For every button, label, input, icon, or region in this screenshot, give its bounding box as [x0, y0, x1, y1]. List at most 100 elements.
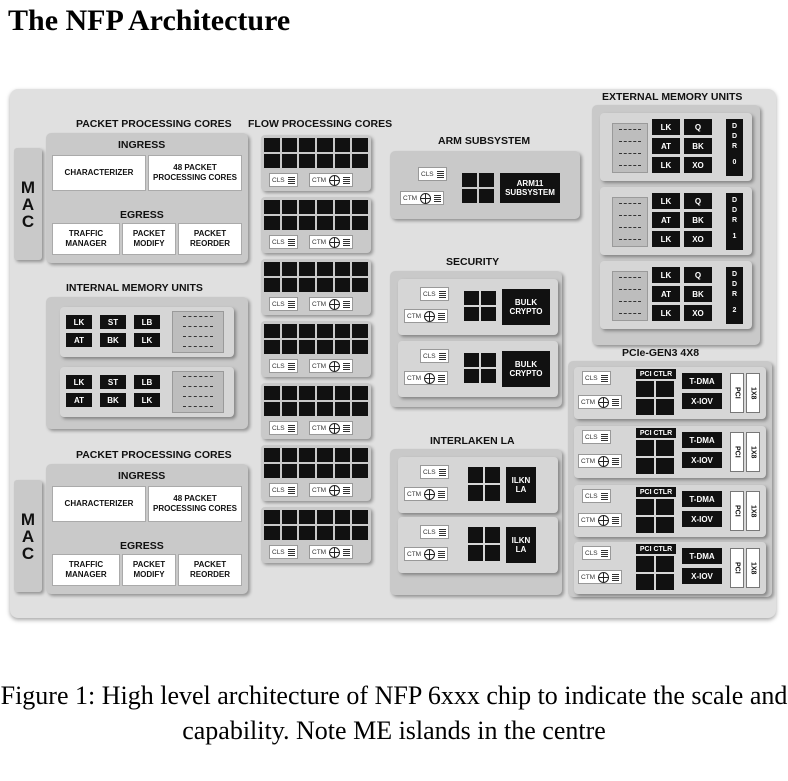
cls-icon	[287, 238, 295, 246]
cls-icon	[438, 290, 446, 298]
lb-cell: LB	[134, 315, 160, 329]
ctm-icon	[438, 490, 446, 498]
cls-text: CLS	[585, 492, 598, 500]
mac-letter: A	[21, 526, 35, 546]
me-core	[352, 278, 368, 292]
core-cell	[468, 467, 483, 483]
ctm-icon	[438, 374, 446, 382]
core-cell	[656, 458, 674, 474]
me-core	[352, 340, 368, 354]
crossbar-icon	[424, 372, 436, 384]
arm11-box: ARM11 SUBSYSTEM	[500, 173, 560, 203]
core-grid	[462, 173, 494, 203]
me-core	[281, 324, 298, 338]
traffic-manager-box: TRAFFIC MANAGER	[52, 554, 120, 586]
me-core	[299, 448, 315, 462]
core-cell	[656, 556, 674, 572]
me-grid	[264, 200, 368, 230]
cls-unit: CLS	[582, 546, 611, 560]
cls-text: CLS	[272, 238, 285, 246]
me-core	[299, 402, 315, 416]
me-core	[334, 138, 351, 152]
st-cell: ST	[100, 375, 126, 389]
mac-bottom: M A C	[14, 480, 42, 592]
cls-text: CLS	[272, 362, 285, 370]
me-core	[334, 340, 351, 354]
ctm-unit: CTM	[309, 173, 354, 187]
ctm-icon	[612, 457, 620, 465]
me-core	[281, 402, 298, 416]
ctm-text: CTM	[312, 424, 327, 432]
cls-icon	[287, 548, 295, 556]
cls-unit: CLS	[420, 349, 449, 363]
ddr-letter: D	[731, 281, 738, 288]
core-cell	[481, 353, 496, 367]
me-grid	[264, 448, 368, 478]
me-core	[334, 464, 351, 478]
packet-modify-box: PACKET MODIFY	[122, 554, 176, 586]
memory-line	[619, 153, 641, 155]
me-core	[334, 402, 351, 416]
me-core	[281, 200, 298, 214]
cls-unit: CLS	[420, 525, 449, 539]
ingress-label: INGRESS	[118, 139, 166, 151]
crossbar-icon	[598, 455, 610, 467]
mem-cell: BK	[684, 286, 712, 302]
cls-text: CLS	[272, 486, 285, 494]
memory-line	[619, 313, 641, 315]
pci-label: PCI	[730, 491, 744, 531]
at-cell: AT	[66, 393, 92, 407]
me-core	[264, 402, 280, 416]
ctm-icon	[612, 516, 620, 524]
memory-unit: LK ST LB AT BK LK	[60, 367, 234, 417]
me-core	[317, 402, 333, 416]
crossbar-icon	[329, 546, 341, 558]
mac-top: M A C	[14, 148, 42, 260]
cls-icon	[600, 374, 608, 382]
mem-cell: Q	[684, 267, 712, 283]
cls-text: CLS	[585, 433, 598, 441]
cls-text: CLS	[423, 352, 436, 360]
me-core	[299, 464, 315, 478]
crossbar-icon	[329, 360, 341, 372]
cls-text: CLS	[272, 176, 285, 184]
crossbar-icon	[424, 310, 436, 322]
me-core	[264, 154, 280, 168]
core-grid	[636, 440, 674, 474]
mem-cell: LK	[652, 119, 680, 135]
cls-unit: CLS	[269, 297, 298, 311]
me-core	[281, 340, 298, 354]
memory-line	[619, 203, 641, 205]
me-core	[281, 138, 298, 152]
architecture-diagram: M A C PACKET PROCESSING CORES INGRESS CH…	[10, 89, 776, 618]
me-core	[299, 386, 315, 400]
tdma-box: T-DMA	[682, 491, 722, 507]
ctm-icon	[343, 486, 351, 494]
core-cell	[464, 369, 479, 383]
me-core	[264, 138, 280, 152]
crossbar-icon	[329, 298, 341, 310]
xiov-box: X-IOV	[682, 568, 722, 584]
mem-cell: AT	[652, 286, 680, 302]
ctm-unit: CTM	[309, 297, 354, 311]
mac-letter: M	[20, 509, 36, 529]
ctm-unit: CTM	[309, 483, 354, 497]
me-core	[299, 216, 315, 230]
me-core	[299, 526, 315, 540]
memory-bank	[172, 371, 224, 413]
me-core	[281, 448, 298, 462]
core-cell	[485, 527, 500, 543]
me-core	[334, 324, 351, 338]
ctm-unit: CTM	[404, 487, 449, 501]
ctm-unit: CTM	[578, 570, 623, 584]
me-core	[352, 154, 368, 168]
cls-unit: CLS	[420, 287, 449, 301]
core-grid	[636, 381, 674, 415]
me-core	[352, 464, 368, 478]
